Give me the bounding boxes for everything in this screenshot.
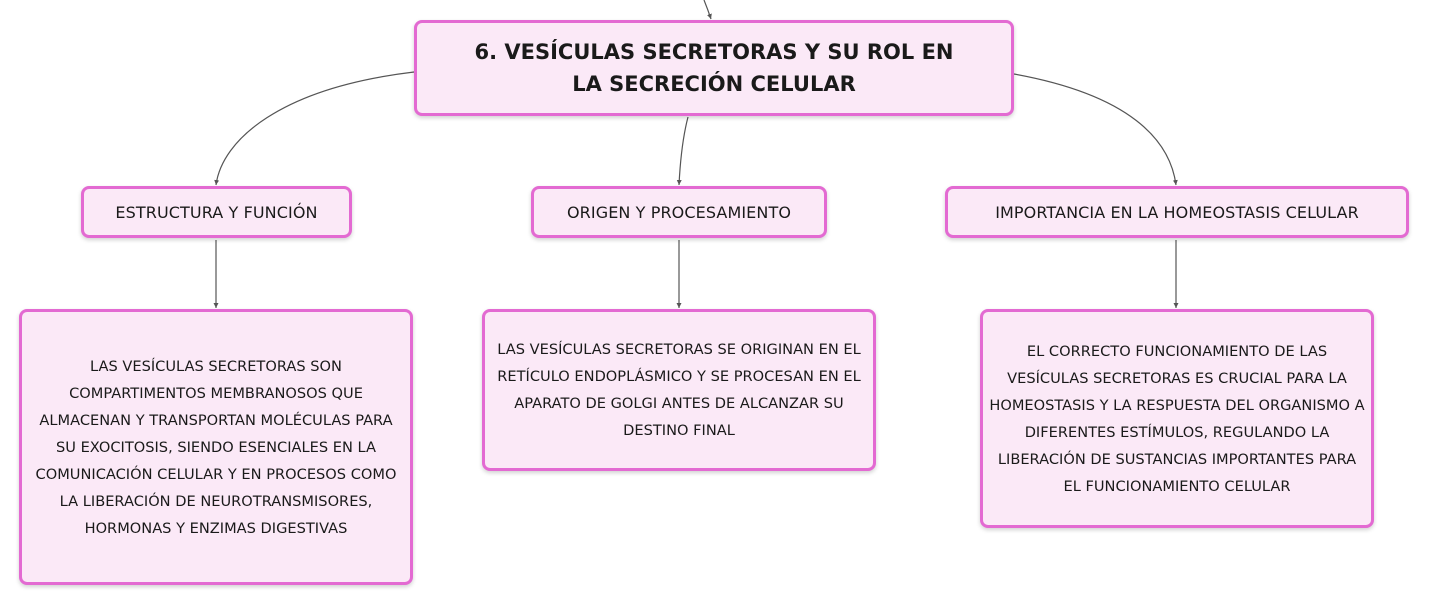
topic-node-origen[interactable]: ORIGEN Y PROCESAMIENTO: [531, 186, 827, 238]
topic-label-origen: ORIGEN Y PROCESAMIENTO: [566, 202, 792, 222]
topic-label-estructura: ESTRUCTURA Y FUNCIÓN: [115, 202, 318, 222]
central-topic-node[interactable]: 6. VESÍCULAS SECRETORAS Y SU ROL EN LA S…: [414, 20, 1014, 116]
detail-node-importancia[interactable]: EL CORRECTO FUNCIONAMIENTO DE LAS VESÍCU…: [980, 309, 1374, 528]
topic-node-importancia[interactable]: IMPORTANCIA EN LA HOMEOSTASIS CELULAR: [945, 186, 1409, 238]
detail-text-importancia: EL CORRECTO FUNCIONAMIENTO DE LAS VESÍCU…: [989, 342, 1365, 495]
topic-label-importancia: IMPORTANCIA EN LA HOMEOSTASIS CELULAR: [995, 202, 1359, 222]
incoming-connector: [703, 0, 712, 20]
connector-title-to-estructura: [214, 71, 415, 186]
central-topic-text: 6. VESÍCULAS SECRETORAS Y SU ROL EN LA S…: [474, 40, 954, 96]
detail-node-estructura[interactable]: LAS VESÍCULAS SECRETORAS SON COMPARTIMEN…: [19, 309, 413, 585]
connector-title-to-origen: [676, 116, 689, 186]
connector-title-to-importancia: [1013, 73, 1178, 186]
topic-node-estructura[interactable]: ESTRUCTURA Y FUNCIÓN: [81, 186, 352, 238]
detail-text-estructura: LAS VESÍCULAS SECRETORAS SON COMPARTIMEN…: [35, 357, 397, 537]
detail-text-origen: LAS VESÍCULAS SECRETORAS SE ORIGINAN EN …: [497, 341, 861, 439]
detail-node-origen[interactable]: LAS VESÍCULAS SECRETORAS SE ORIGINAN EN …: [482, 309, 876, 471]
